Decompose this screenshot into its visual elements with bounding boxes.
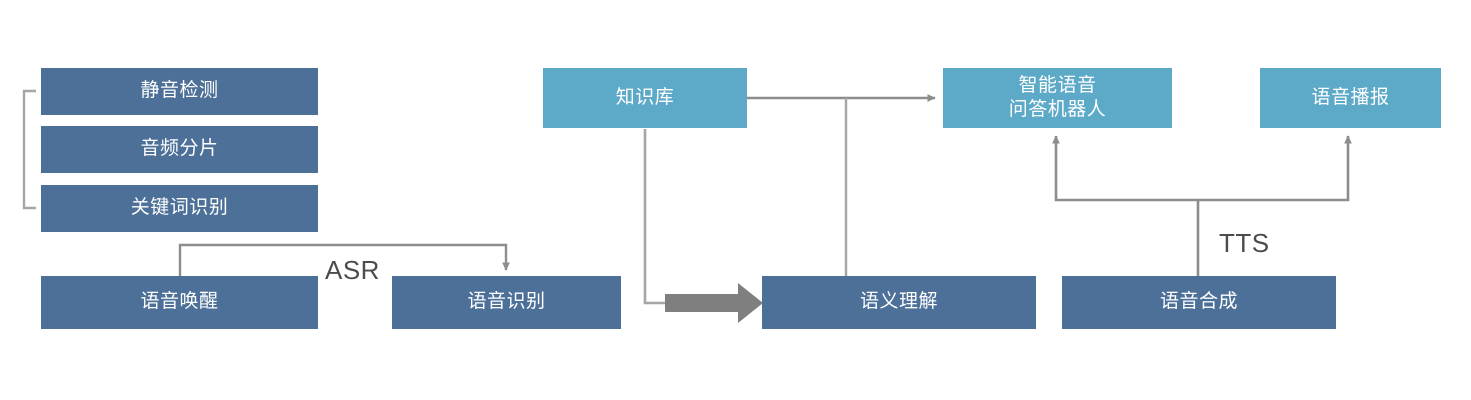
node-silence-detection[interactable]: 静音检测 [41, 68, 318, 115]
node-keyword-spotting[interactable]: 关键词识别 [41, 185, 318, 232]
node-label: 智能语音 问答机器人 [1008, 74, 1107, 120]
connector-synthesis-to-robot-and-broadcast [1052, 135, 1352, 277]
connector-knowledgebase-to-nlu [643, 129, 668, 305]
node-label: 语音唤醒 [140, 291, 219, 313]
group-bracket [22, 89, 36, 210]
node-label: 语音合成 [1159, 291, 1238, 313]
node-label: 音频分片 [140, 138, 219, 160]
node-label: 语音播报 [1311, 86, 1390, 108]
edge-label-asr: ASR [325, 255, 380, 285]
node-label: 语义理解 [859, 291, 938, 313]
edge-label-tts: TTS [1219, 228, 1270, 258]
block-arrow-recognition-to-nlu [665, 283, 763, 323]
node-knowledge-base[interactable]: 知识库 [543, 68, 747, 128]
node-speech-synthesis[interactable]: 语音合成 [1062, 276, 1336, 329]
node-audio-segmentation[interactable]: 音频分片 [41, 126, 318, 173]
node-label: 关键词识别 [130, 197, 229, 219]
node-qa-robot[interactable]: 智能语音 问答机器人 [943, 68, 1172, 128]
node-label: 静音检测 [140, 80, 219, 102]
node-voice-broadcast[interactable]: 语音播报 [1260, 68, 1441, 128]
node-label: 语音识别 [467, 291, 546, 313]
node-label: 知识库 [615, 86, 675, 108]
node-speech-recognition[interactable]: 语音识别 [392, 276, 621, 329]
node-semantic-understanding[interactable]: 语义理解 [762, 276, 1036, 329]
node-voice-wakeup[interactable]: 语音唤醒 [41, 276, 318, 329]
